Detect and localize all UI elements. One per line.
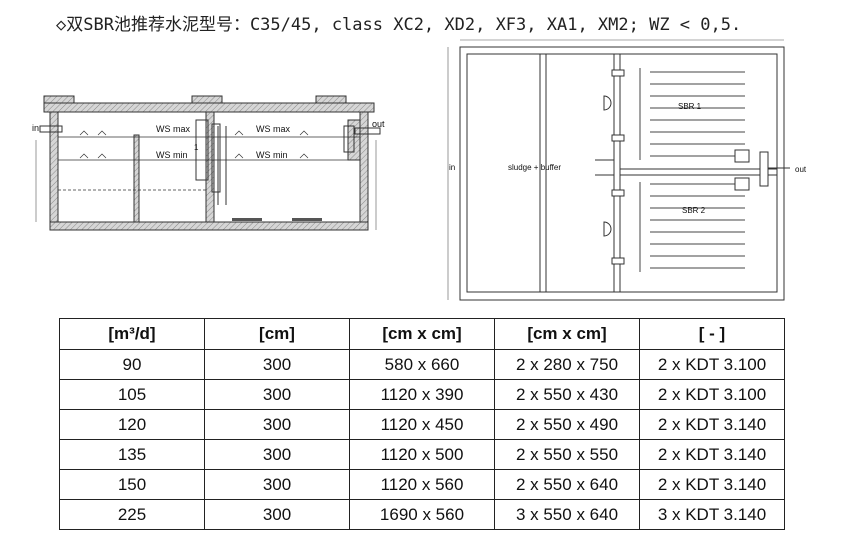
- table-row: 120 300 1120 x 450 2 x 550 x 490 2 x KDT…: [59, 409, 785, 440]
- table-row: 90 300 580 x 660 2 x 280 x 750 2 x KDT 3…: [59, 349, 785, 380]
- table-cell: 300: [204, 469, 350, 500]
- plan-out-label: out: [795, 165, 807, 174]
- pipe-mark-label: 1: [194, 143, 199, 152]
- dimension-lines: [35, 140, 377, 230]
- table-cell: 2 x 550 x 550: [494, 439, 640, 470]
- table-cell: 2 x 550 x 430: [494, 379, 640, 410]
- table-cell: 1120 x 390: [349, 379, 495, 410]
- header-sbr-size: [cm x cm]: [494, 318, 640, 350]
- table-cell: 300: [204, 379, 350, 410]
- table-cell: 2 x KDT 3.140: [639, 409, 785, 440]
- water-wave-markers: [79, 130, 309, 159]
- table-cell: 3 x KDT 3.140: [639, 499, 785, 530]
- table-cell: 580 x 660: [349, 349, 495, 380]
- table-cell: 2 x KDT 3.100: [639, 379, 785, 410]
- table-cell: 1120 x 450: [349, 409, 495, 440]
- ws-min-label-right: WS min: [256, 150, 288, 160]
- spec-table: [m³/d] [cm] [cm x cm] [cm x cm] [ - ] 90…: [59, 318, 785, 530]
- ws-max-label-right: WS max: [256, 124, 291, 134]
- header-kdt: [ - ]: [639, 318, 785, 350]
- table-row: 225 300 1690 x 560 3 x 550 x 640 3 x KDT…: [59, 499, 785, 530]
- water-levels: [58, 136, 360, 191]
- table-cell: 3 x 550 x 640: [494, 499, 640, 530]
- plan-dimension-lines: [447, 39, 784, 300]
- page-title: ◇双SBR池推荐水泥型号：C35/45, class XC2, XD2, XF3…: [56, 15, 742, 35]
- tank-walls: [43, 95, 375, 231]
- sludge-buffer-label: sludge + buffer: [508, 163, 561, 172]
- plan-in-label: in: [449, 163, 455, 172]
- header-flow: [m³/d]: [59, 318, 205, 350]
- header-depth: [cm]: [204, 318, 350, 350]
- ws-max-label-left: WS max: [156, 124, 191, 134]
- table-row: 105 300 1120 x 390 2 x 550 x 430 2 x KDT…: [59, 379, 785, 410]
- sbr1-aerator-grid: [639, 68, 745, 160]
- floor-aerators: [232, 218, 322, 221]
- table-cell: 105: [59, 379, 205, 410]
- sbr2-aerator-grid: [639, 182, 745, 272]
- table-header-row: [m³/d] [cm] [cm x cm] [cm x cm] [ - ]: [59, 318, 785, 350]
- table-cell: 2 x KDT 3.100: [639, 349, 785, 380]
- table-cell: 2 x 280 x 750: [494, 349, 640, 380]
- table-cell: 300: [204, 409, 350, 440]
- table-cell: 2 x KDT 3.140: [639, 469, 785, 500]
- table-cell: 1690 x 560: [349, 499, 495, 530]
- table-cell: 1120 x 500: [349, 439, 495, 470]
- sbr1-label: SBR 1: [678, 102, 702, 111]
- table-row: 135 300 1120 x 500 2 x 550 x 550 2 x KDT…: [59, 439, 785, 470]
- plan-connectors: [595, 69, 790, 265]
- table-cell: 2 x KDT 3.140: [639, 439, 785, 470]
- sbr2-label: SBR 2: [682, 206, 706, 215]
- table-cell: 2 x 550 x 640: [494, 469, 640, 500]
- header-size: [cm x cm]: [349, 318, 495, 350]
- table-cell: 2 x 550 x 490: [494, 409, 640, 440]
- table-row: 150 300 1120 x 560 2 x 550 x 640 2 x KDT…: [59, 469, 785, 500]
- table-cell: 120: [59, 409, 205, 440]
- table-cell: 300: [204, 439, 350, 470]
- plan-walls: [459, 46, 785, 301]
- table-cell: 225: [59, 499, 205, 530]
- ws-min-label-left: WS min: [156, 150, 188, 160]
- table-cell: 300: [204, 499, 350, 530]
- table-cell: 150: [59, 469, 205, 500]
- table-cell: 300: [204, 349, 350, 380]
- table-cell: 135: [59, 439, 205, 470]
- table-cell: 1120 x 560: [349, 469, 495, 500]
- section-in-label: in: [32, 123, 39, 133]
- section-out-label: out: [372, 119, 385, 129]
- pipes: [39, 119, 381, 205]
- table-cell: 90: [59, 349, 205, 380]
